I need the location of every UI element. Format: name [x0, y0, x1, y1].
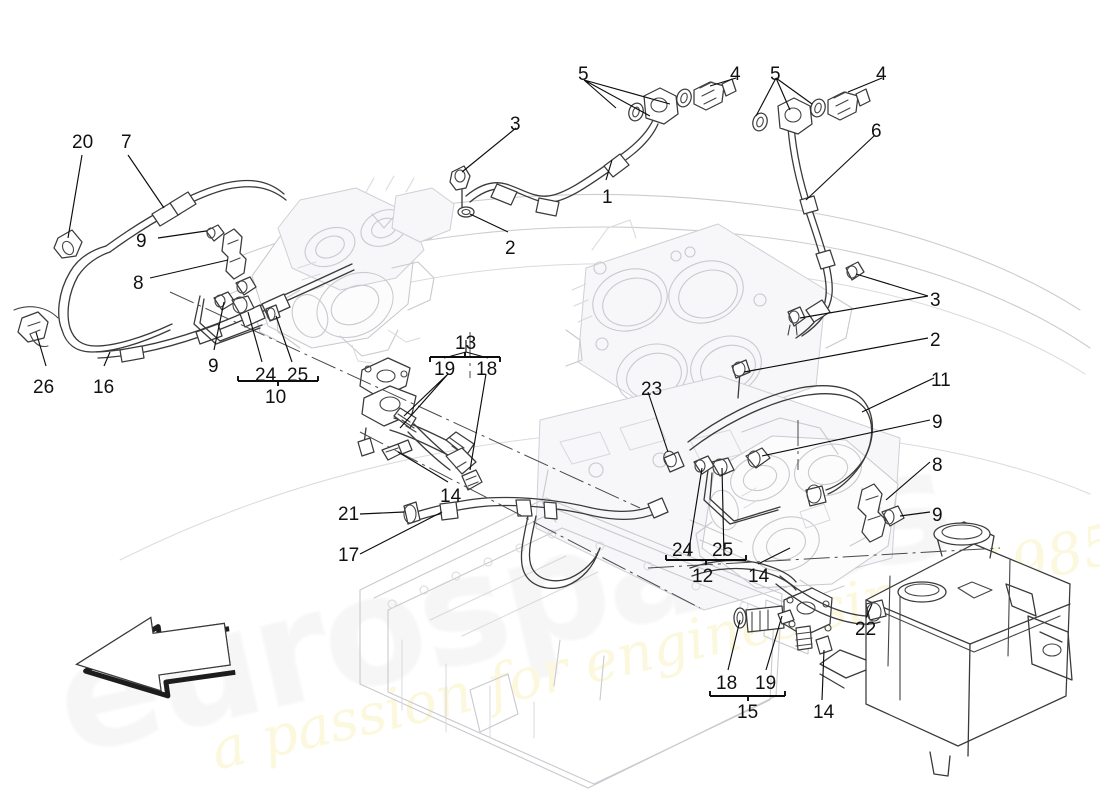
callout-22: 22: [855, 619, 877, 640]
bracket-8-left: [205, 224, 257, 296]
callout-1: 1: [602, 187, 613, 208]
callout-3-a: 3: [510, 114, 521, 135]
front-direction-arrow: [75, 616, 236, 699]
callout-17: 17: [338, 545, 360, 566]
callout-6: 6: [871, 121, 882, 142]
callout-4-b: 4: [876, 64, 887, 85]
callout-25-b: 25: [712, 540, 734, 561]
callout-25-a: 25: [287, 365, 309, 386]
callout-14-b: 14: [748, 566, 770, 587]
callout-2-b: 2: [930, 330, 941, 351]
callout-9-d: 9: [932, 505, 943, 526]
callout-3-b: 3: [930, 290, 941, 311]
callout-13: 13: [455, 333, 477, 354]
leader-lines: [35, 77, 935, 701]
bracket-8-right: [745, 447, 905, 543]
callout-5-b: 5: [770, 64, 781, 85]
callout-9-b: 9: [208, 356, 219, 377]
callout-12: 12: [692, 566, 714, 587]
callout-11: 11: [931, 370, 951, 391]
callout-14-a: 14: [440, 486, 462, 507]
callout-10: 10: [265, 387, 287, 408]
callout-14-c: 14: [813, 702, 835, 723]
callout-19-a: 19: [434, 359, 456, 380]
right-turbocharger-ghost: [695, 417, 899, 595]
group-brackets: [237, 352, 786, 701]
pipe-1-top: [449, 78, 737, 218]
callout-7: 7: [121, 132, 132, 153]
left-turbocharger-ghost: [251, 175, 455, 364]
callout-8-a: 8: [133, 273, 144, 294]
callout-4-a: 4: [730, 64, 741, 85]
pipe-11-right-feed: [663, 359, 874, 507]
return-pipe-17: [403, 496, 669, 589]
callout-18-b: 18: [716, 673, 738, 694]
callout-26: 26: [33, 377, 55, 398]
callout-24-a: 24: [255, 365, 277, 386]
bracket-group-10: [193, 291, 281, 345]
callout-23: 23: [641, 379, 663, 400]
callout-9-c: 9: [932, 412, 943, 433]
callout-21: 21: [338, 504, 360, 525]
callout-18-a: 18: [476, 359, 498, 380]
callout-15: 15: [737, 702, 759, 723]
oil-feed-group-15: [733, 587, 833, 655]
callout-8-b: 8: [932, 455, 943, 476]
callout-2-a: 2: [505, 238, 516, 259]
callout-19-b: 19: [755, 673, 777, 694]
bracket-group-12: [693, 455, 781, 525]
callout-16: 16: [93, 377, 115, 398]
callout-20: 20: [72, 132, 94, 153]
callout-24-b: 24: [672, 540, 694, 561]
callout-5-a: 5: [578, 64, 589, 85]
expansion-tank: [819, 521, 1073, 777]
callout-9-a: 9: [136, 231, 147, 252]
oil-feed-group-13: [357, 357, 483, 491]
